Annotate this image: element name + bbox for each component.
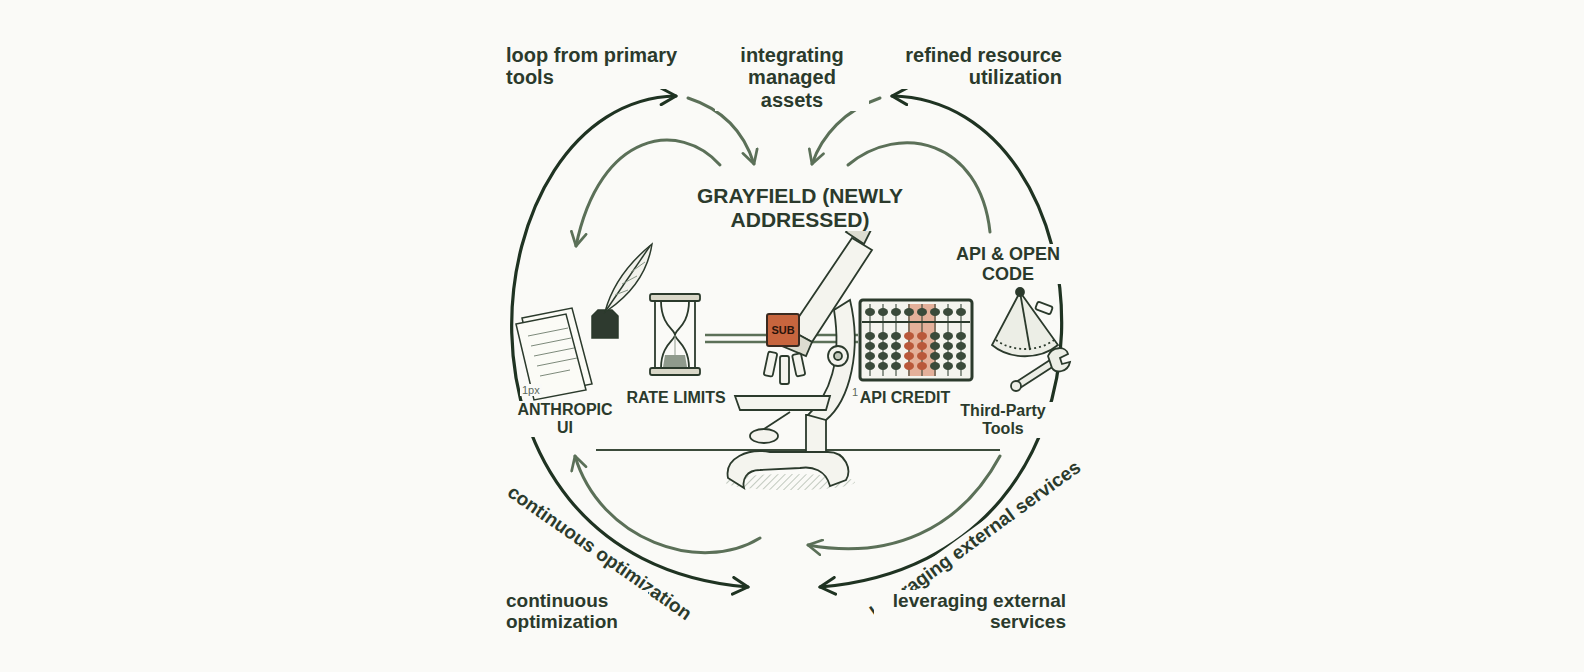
abacus-bead [865, 362, 875, 370]
abacus-bead [930, 352, 940, 360]
abacus-bead [878, 342, 888, 350]
abacus-bead [943, 308, 953, 316]
abacus-bead [956, 308, 966, 316]
abacus-bead [904, 352, 914, 360]
wrench [1011, 348, 1070, 391]
abacus-bead [943, 342, 953, 350]
annotation-label: RATE LIMITS [624, 389, 727, 407]
abacus-bead [891, 342, 901, 350]
abacus-bead [878, 308, 888, 316]
abacus-bead [956, 352, 966, 360]
abacus-bead [904, 342, 914, 350]
annotation-label: refined resource utilization [885, 44, 1064, 89]
abacus-bead [930, 308, 940, 316]
abacus-bead [891, 308, 901, 316]
abacus-bead [943, 332, 953, 340]
annotation-label: Third-Party Tools [954, 402, 1053, 438]
annotation-label: loop from primary tools [504, 44, 688, 89]
outer-loop-arrows [512, 96, 1062, 587]
annotation-label: integrating managed assets [715, 44, 869, 111]
abacus-bead [943, 362, 953, 370]
abacus-bead [878, 352, 888, 360]
abacus-bead [956, 342, 966, 350]
abacus-bead [904, 308, 914, 316]
annotation-label: ANTHROPIC UI [513, 401, 617, 437]
abacus-bead [917, 308, 927, 316]
abacus-bead [865, 352, 875, 360]
baseline [596, 449, 1000, 451]
abacus-bead [917, 342, 927, 350]
abacus-bead [917, 352, 927, 360]
diagram-title: GRAYFIELD (NEWLY ADDRESSED) [683, 184, 917, 231]
abacus-bead [917, 362, 927, 370]
abacus-bead [904, 362, 914, 370]
annotation-label: leveraging external services [874, 590, 1068, 633]
abacus-bead [930, 362, 940, 370]
annotation-label: continuous optimization [504, 590, 648, 633]
abacus-bead [930, 342, 940, 350]
abacus-bead [865, 342, 875, 350]
abacus-bead [956, 362, 966, 370]
abacus-bead [878, 362, 888, 370]
abacus-bead [865, 308, 875, 316]
sub-badge: SUB [766, 313, 800, 347]
inner-arrows [575, 98, 1000, 553]
abacus-bead [891, 362, 901, 370]
abacus-bead [956, 332, 966, 340]
abacus [860, 300, 972, 380]
abacus-bead [904, 332, 914, 340]
abacus-bead [917, 332, 927, 340]
annotation-label: 1px [520, 384, 542, 396]
abacus-bead [891, 332, 901, 340]
sextant [992, 288, 1058, 356]
annotation-label: API CREDIT [858, 389, 953, 407]
abacus-bead [930, 332, 940, 340]
paper-sheets [516, 308, 592, 400]
quill-and-inkwell [592, 244, 652, 338]
abacus-bead [943, 352, 953, 360]
hourglass [650, 294, 700, 375]
microscope [725, 210, 876, 490]
abacus-bead [891, 352, 901, 360]
abacus-bead [865, 332, 875, 340]
abacus-bead [878, 332, 888, 340]
badge-text: SUB [771, 324, 794, 336]
annotation-label: API & OPEN CODE [949, 244, 1068, 284]
